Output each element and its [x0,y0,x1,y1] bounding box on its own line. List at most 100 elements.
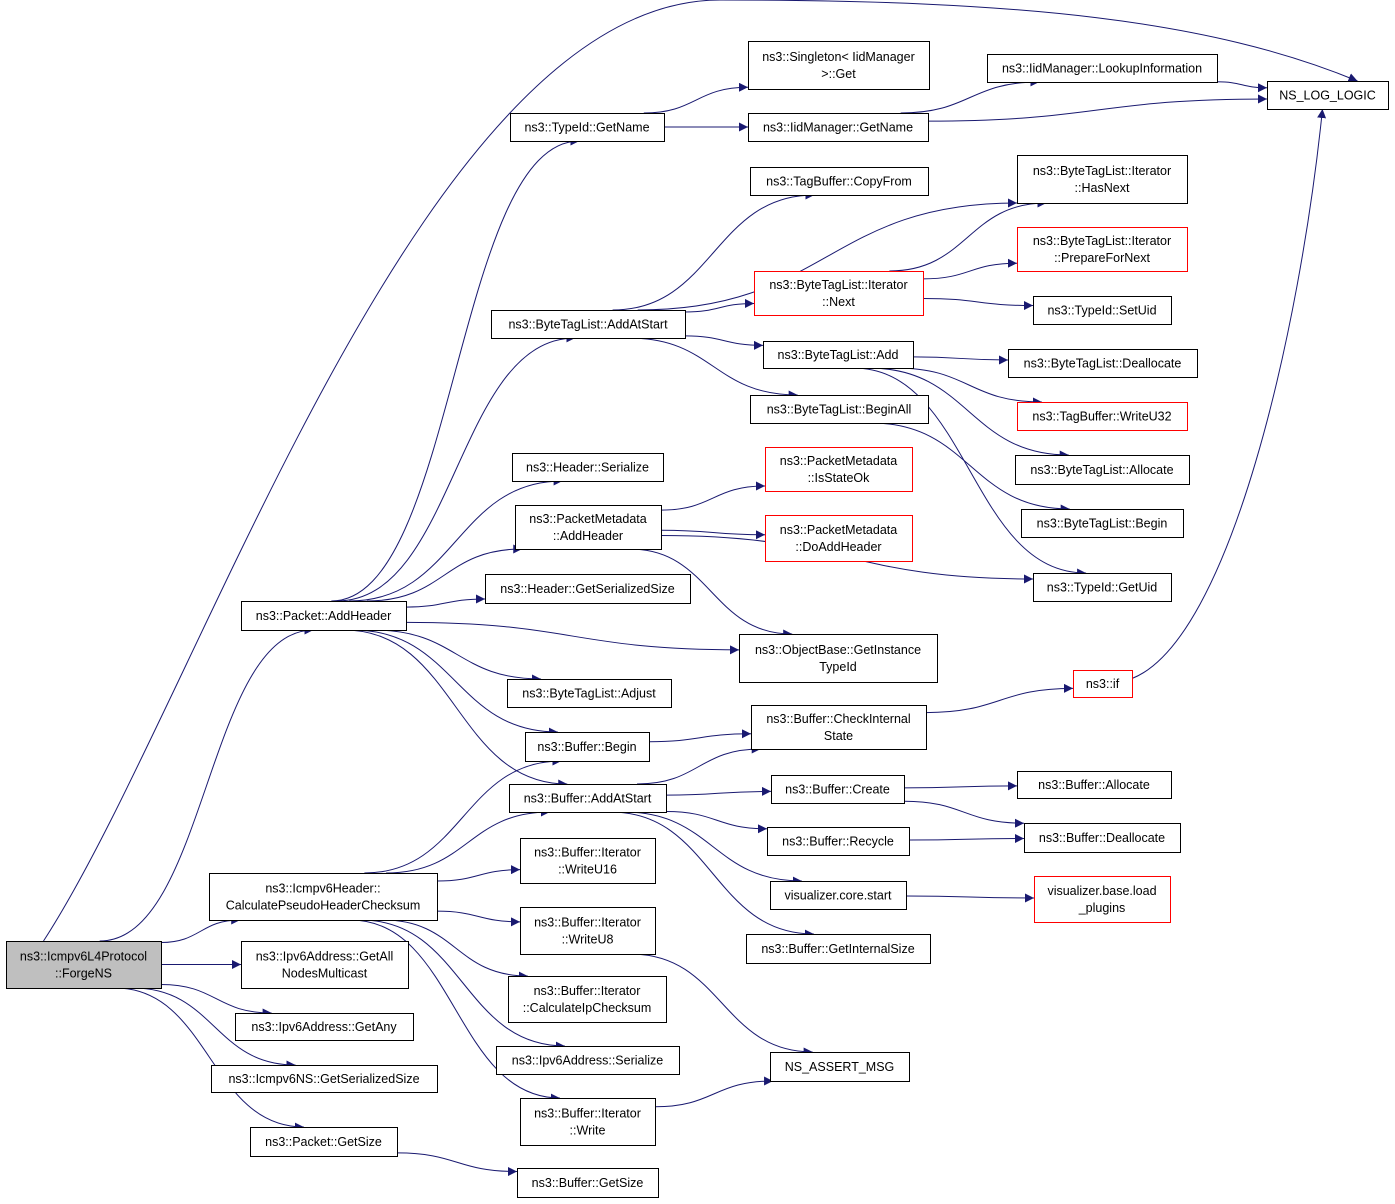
node-box[interactable] [987,54,1218,83]
node-pm-isstateok[interactable]: ns3::PacketMetadata::IsStateOk [765,447,913,492]
node-viz-base-load[interactable]: visualizer.base.load_plugins [1034,876,1171,923]
node-box[interactable] [750,395,929,424]
node-header-getsize[interactable]: ns3::Header::GetSerializedSize [485,574,691,604]
node-box[interactable] [770,881,907,910]
node-forge[interactable]: ns3::Icmpv6L4Protocol::ForgeNS [6,941,162,989]
node-box[interactable] [1033,573,1172,602]
node-box[interactable] [508,976,667,1023]
node-box[interactable] [485,574,691,604]
node-box[interactable] [1021,509,1184,538]
node-buffer-begin[interactable]: ns3::Buffer::Begin [525,732,650,762]
node-btl-begin[interactable]: ns3::ByteTagList::Begin [1021,509,1184,538]
node-buffer-addatstart[interactable]: ns3::Buffer::AddAtStart [509,784,667,813]
node-btl-it-prepare[interactable]: ns3::ByteTagList::Iterator::PrepareForNe… [1017,227,1188,272]
node-buffer-deallocate[interactable]: ns3::Buffer::Deallocate [1024,823,1181,853]
node-buffer-recycle[interactable]: ns3::Buffer::Recycle [767,827,910,856]
node-box[interactable] [1267,81,1389,110]
node-box[interactable] [1017,771,1172,799]
node-btl-it-hasnext[interactable]: ns3::ByteTagList::Iterator::HasNext [1017,155,1188,204]
node-box[interactable] [235,1013,414,1041]
node-iid-getname[interactable]: ns3::IidManager::GetName [748,113,929,142]
node-box[interactable] [1008,349,1198,378]
node-btl-addatstart[interactable]: ns3::ByteTagList::AddAtStart [491,310,686,339]
node-box[interactable] [512,453,664,482]
node-box[interactable] [520,838,656,884]
node-ns-log-logic[interactable]: NS_LOG_LOGIC [1267,81,1389,110]
node-box[interactable] [771,775,905,804]
node-box[interactable] [1017,155,1188,204]
node-pm-addheader[interactable]: ns3::PacketMetadata::AddHeader [515,505,662,550]
node-icmpv6ns-size[interactable]: ns3::Icmpv6NS::GetSerializedSize [211,1065,438,1093]
node-btl-beginall[interactable]: ns3::ByteTagList::BeginAll [750,395,929,424]
node-buffer-getsize[interactable]: ns3::Buffer::GetSize [517,1168,659,1198]
node-typeid-setuid[interactable]: ns3::TypeId::SetUid [1033,296,1172,325]
node-btl-it-next[interactable]: ns3::ByteTagList::Iterator::Next [754,271,924,316]
node-box[interactable] [1015,455,1190,485]
node-iid-lookup[interactable]: ns3::IidManager::LookupInformation [987,54,1218,83]
node-ns3-if[interactable]: ns3::if [1073,670,1133,698]
node-box[interactable] [1073,670,1133,698]
node-box[interactable] [1034,876,1171,923]
node-box[interactable] [770,1052,910,1082]
node-box[interactable] [6,941,162,989]
node-header-serialize[interactable]: ns3::Header::Serialize [512,453,664,482]
node-box[interactable] [739,634,938,683]
node-tagbuffer-copyfrom[interactable]: ns3::TagBuffer::CopyFrom [750,167,929,196]
node-box[interactable] [750,167,929,196]
node-box[interactable] [767,827,910,856]
node-calc-pseudo[interactable]: ns3::Icmpv6Header::CalculatePseudoHeader… [209,873,438,921]
node-add-header[interactable]: ns3::Packet::AddHeader [241,601,407,631]
node-btl-adjust[interactable]: ns3::ByteTagList::Adjust [507,679,672,708]
node-box[interactable] [748,41,930,90]
node-pm-doaddheader[interactable]: ns3::PacketMetadata::DoAddHeader [765,515,913,562]
node-box[interactable] [517,1168,659,1198]
node-box[interactable] [520,907,656,955]
node-box[interactable] [765,447,913,492]
node-box[interactable] [765,515,913,562]
node-box[interactable] [751,705,927,750]
node-tagbuffer-writeu32[interactable]: ns3::TagBuffer::WriteU32 [1017,402,1188,431]
node-box[interactable] [1033,296,1172,325]
node-buffer-getinternalsize[interactable]: ns3::Buffer::GetInternalSize [746,934,931,964]
node-box[interactable] [1024,823,1181,853]
node-btl-allocate[interactable]: ns3::ByteTagList::Allocate [1015,455,1190,485]
node-box[interactable] [491,310,686,339]
node-buffer-create[interactable]: ns3::Buffer::Create [771,775,905,804]
node-box[interactable] [211,1065,438,1093]
node-buffer-it-writeu8[interactable]: ns3::Buffer::Iterator::WriteU8 [520,907,656,955]
node-box[interactable] [754,271,924,316]
node-box[interactable] [520,1098,656,1146]
node-buffer-it-calcip[interactable]: ns3::Buffer::Iterator::CalculateIpChecks… [508,976,667,1023]
node-buffer-it-writeu16[interactable]: ns3::Buffer::Iterator::WriteU16 [520,838,656,884]
node-viz-core-start[interactable]: visualizer.core.start [770,881,907,910]
node-box[interactable] [746,934,931,964]
node-box[interactable] [209,873,438,921]
node-box[interactable] [763,341,914,369]
node-box[interactable] [496,1046,680,1075]
node-ipv6-serialize[interactable]: ns3::Ipv6Address::Serialize [496,1046,680,1075]
node-box[interactable] [509,784,667,813]
node-get-any[interactable]: ns3::Ipv6Address::GetAny [235,1013,414,1041]
node-box[interactable] [510,113,665,142]
node-box[interactable] [525,732,650,762]
node-btl-deallocate[interactable]: ns3::ByteTagList::Deallocate [1008,349,1198,378]
node-box[interactable] [748,113,929,142]
node-box[interactable] [1017,402,1188,431]
node-typeid-getname[interactable]: ns3::TypeId::GetName [510,113,665,142]
node-box[interactable] [1017,227,1188,272]
node-singleton-get[interactable]: ns3::Singleton< IidManager>::Get [748,41,930,90]
node-box[interactable] [241,941,409,989]
node-btl-add[interactable]: ns3::ByteTagList::Add [763,341,914,369]
node-box[interactable] [515,505,662,550]
node-buffer-allocate[interactable]: ns3::Buffer::Allocate [1017,771,1172,799]
node-box[interactable] [241,601,407,631]
node-typeid-getuid[interactable]: ns3::TypeId::GetUid [1033,573,1172,602]
node-packet-get-size[interactable]: ns3::Packet::GetSize [250,1127,398,1157]
node-box[interactable] [507,679,672,708]
node-ns-assert-msg[interactable]: NS_ASSERT_MSG [770,1052,910,1082]
node-box[interactable] [250,1127,398,1157]
node-buffer-it-write[interactable]: ns3::Buffer::Iterator::Write [520,1098,656,1146]
